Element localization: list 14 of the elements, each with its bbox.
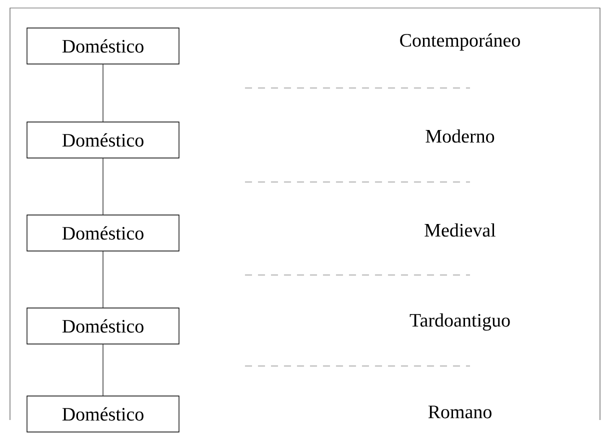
period-box: Doméstico (26, 28, 180, 64)
period-label: Tardoantiguo (410, 313, 510, 331)
connector-line (102, 158, 104, 215)
period-label: Romano (428, 406, 492, 418)
period-box: Doméstico (26, 308, 180, 344)
connector-line (102, 64, 104, 122)
period-box: Doméstico (26, 396, 180, 432)
connector-line (102, 344, 104, 396)
period-box: Doméstico (26, 122, 180, 158)
period-label: Contemporáneo (400, 33, 520, 51)
period-label: Moderno (426, 129, 494, 143)
period-label: Medieval (424, 223, 496, 237)
period-box: Doméstico (26, 214, 180, 252)
connector-line (102, 251, 104, 308)
